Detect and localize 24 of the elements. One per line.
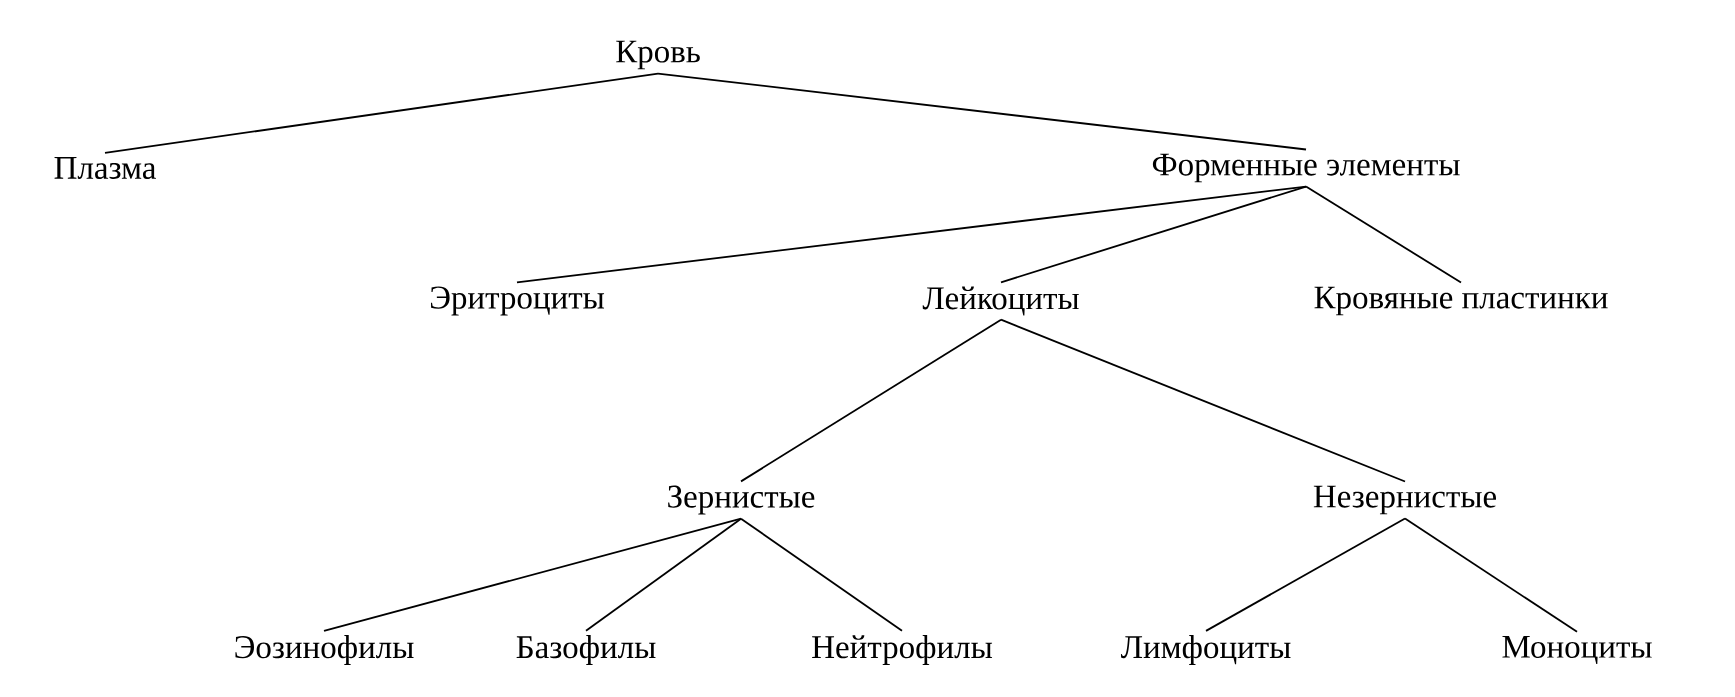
- term-label: Кровяные пластинки: [1314, 286, 1608, 316]
- term-label: Моноциты: [1502, 636, 1652, 664]
- branch-line: [1404, 517, 1578, 633]
- term-label: Незернистые: [1313, 485, 1496, 515]
- term-label: Зернистые: [668, 485, 815, 515]
- term-label: Нейтрофилы: [812, 635, 993, 665]
- term-label: Кровь: [616, 40, 700, 70]
- term-label: Базофилы: [516, 635, 656, 665]
- term-label: Лейкоциты: [922, 286, 1079, 316]
- term-label: Форменные элементы: [1152, 153, 1460, 183]
- branch-line: [323, 517, 742, 632]
- branch-line: [585, 517, 742, 632]
- branch-line: [740, 318, 1002, 483]
- branch-line: [1305, 185, 1462, 284]
- branch-line: [104, 72, 659, 154]
- branch-line: [1205, 517, 1406, 632]
- branch-line: [1000, 185, 1307, 284]
- term-label: Эритроциты: [431, 286, 605, 316]
- branch-line: [657, 72, 1307, 151]
- branch-line: [1000, 318, 1406, 483]
- term-label: Лимфоциты: [1120, 635, 1291, 665]
- branch-line: [740, 517, 903, 632]
- term-label: Плазма: [54, 157, 156, 179]
- term-label: Эозинофилы: [235, 635, 414, 665]
